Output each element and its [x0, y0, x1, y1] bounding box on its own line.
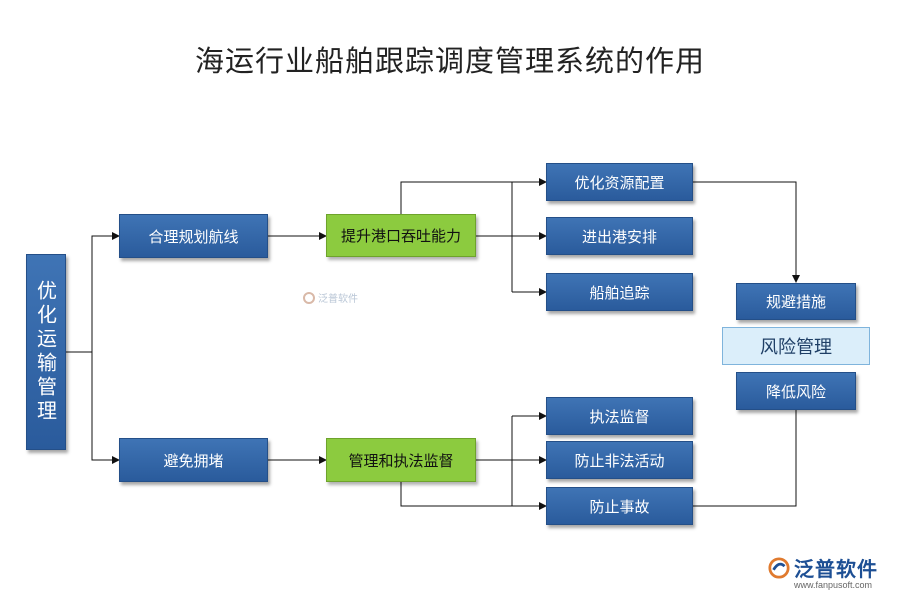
level3-box-tracking: 船舶追踪	[546, 273, 693, 311]
watermark: 泛普软件	[303, 290, 358, 305]
connector-root-to-route	[66, 232, 120, 353]
watermark-logo-icon	[303, 291, 315, 304]
connector-resource-to-avoid	[693, 181, 800, 283]
root-box: 优化运输管理	[26, 254, 66, 450]
connector-accident-to-reduce	[693, 410, 797, 507]
risk-box-reduce: 降低风险	[736, 372, 856, 410]
level2-box-port: 提升港口吞吐能力	[326, 214, 476, 257]
diagram-title: 海运行业船舶跟踪调度管理系统的作用	[194, 44, 705, 78]
connector-root-to-congestion	[91, 352, 120, 464]
connector-port-up	[400, 181, 512, 214]
logo-name: 泛普软件	[794, 557, 878, 581]
level3-box-illegal: 防止非法活动	[546, 441, 693, 479]
level3-box-accident: 防止事故	[546, 487, 693, 525]
brand-logo: 泛普软件 www.fanpusoft.com	[768, 553, 878, 590]
level1-box-congestion: 避免拥堵	[119, 438, 268, 482]
connector-supervision-down	[400, 482, 512, 507]
fanpu-logo-icon	[768, 556, 790, 579]
level3-box-arrival: 进出港安排	[546, 217, 693, 255]
risk-box-management: 风险管理	[722, 327, 870, 365]
level3-box-enforcement: 执法监督	[546, 397, 693, 435]
level3-box-resource: 优化资源配置	[546, 163, 693, 201]
logo-url: www.fanpusoft.com	[794, 580, 873, 590]
watermark-text: 泛普软件	[318, 294, 358, 305]
level1-box-route: 合理规划航线	[119, 214, 268, 258]
risk-box-avoid: 规避措施	[736, 283, 856, 320]
level2-box-supervision: 管理和执法监督	[326, 438, 476, 482]
